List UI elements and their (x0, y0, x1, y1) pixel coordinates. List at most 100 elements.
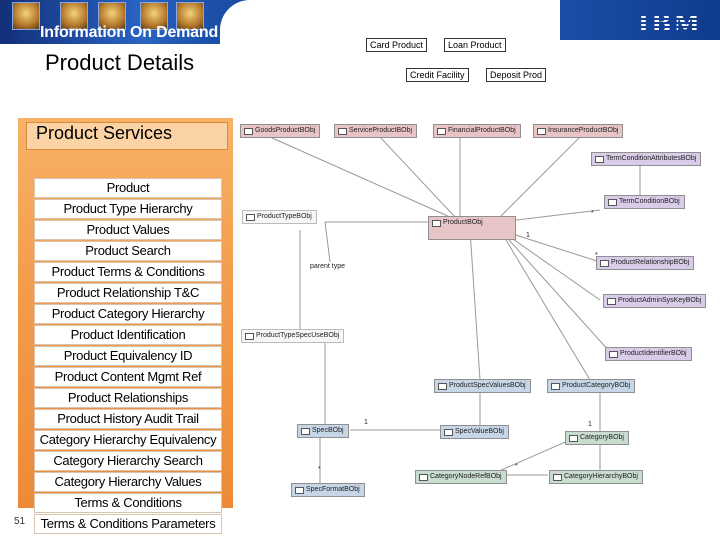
service-item: Product Content Mgmt Ref (34, 367, 222, 387)
uml-product-identifier-label: ProductIdentifierBObj (620, 350, 687, 357)
uml-category-label: CategoryBObj (580, 434, 624, 441)
service-item: Product Values (34, 220, 222, 240)
product-services-header (26, 122, 228, 150)
uml-product: ProductBObj (428, 216, 516, 240)
logo-area (560, 0, 720, 40)
mult-node-star: * (515, 463, 518, 470)
service-item: Product Category Hierarchy (34, 304, 222, 324)
service-item: Product Terms & Conditions (34, 262, 222, 282)
service-item: Product Relationships (34, 388, 222, 408)
class-icon (437, 128, 446, 135)
service-item: Product Equivalency ID (34, 346, 222, 366)
uml-product-label: ProductBObj (443, 219, 483, 226)
uml-spec: SpecBObj (297, 424, 349, 438)
credit-facility-box: Credit Facility (406, 68, 469, 82)
page-title: Product Details (45, 50, 195, 75)
connector-admin-key (499, 229, 601, 301)
uml-product-relationship: ProductRelationshipBObj (596, 256, 695, 270)
service-item: Category Hierarchy Search (34, 451, 222, 471)
connector-category-assoc (499, 229, 591, 381)
class-icon (600, 260, 609, 267)
class-icon (551, 383, 560, 390)
class-icon (419, 474, 428, 481)
uml-goods-product: GoodsProductBObj (240, 124, 321, 138)
connector-insurance-product (499, 136, 581, 218)
uml-spec-format-label: SpecFormatBObj (306, 486, 360, 493)
uml-service-product: ServiceProductBObj (334, 124, 418, 138)
loan-product-box: Loan Product (444, 38, 506, 52)
mult-spec-format-star: * (318, 466, 321, 473)
connector-node-category (489, 439, 571, 476)
uml-goods-product-label: GoodsProductBObj (255, 127, 316, 134)
uml-spec-values-label: ProductSpecValuesBObj (449, 382, 526, 389)
uml-category-node-ref-label: CategoryNodeRefBObj (430, 473, 502, 480)
class-icon (432, 220, 441, 227)
class-icon (338, 128, 347, 135)
connector-identifier (499, 229, 611, 353)
uml-product-relationship-label: ProductRelationshipBObj (611, 259, 690, 266)
connector-service-product (379, 136, 456, 218)
mult-product-1: 1 (526, 232, 530, 239)
uml-type-spec-use-label: ProductTypeSpecUseBObj (256, 332, 340, 339)
service-item: Category Hierarchy Values (34, 472, 222, 492)
class-icon (245, 333, 254, 340)
uml-product-identifier: ProductIdentifierBObj (605, 347, 692, 361)
service-item: Product Identification (34, 325, 222, 345)
service-item: Product Type Hierarchy (34, 199, 222, 219)
service-item: Category Hierarchy Equivalency (34, 430, 222, 450)
uml-category-hierarchy: CategoryHierarchyBObj (549, 470, 643, 484)
ibm-logo: IBM (637, 9, 702, 38)
uml-spec-value-label: SpecValueBObj (455, 428, 504, 435)
banner-photo-3 (98, 2, 126, 30)
class-icon (301, 428, 310, 435)
connector-goods-product (269, 136, 451, 218)
card-product-box: Card Product (366, 38, 428, 52)
service-item: Product Relationship T&C (34, 283, 222, 303)
banner-photo-4 (140, 2, 168, 30)
service-item: Product (34, 178, 222, 198)
connector-spec-values (469, 229, 481, 381)
class-icon (244, 128, 253, 135)
class-icon (569, 435, 578, 442)
mult-category-1: 1 (588, 421, 592, 428)
uml-insurance-product-label: InsuranceProductBObj (548, 127, 619, 134)
label-parent-type: parent type (310, 263, 346, 270)
class-icon (444, 429, 453, 436)
class-icon (553, 474, 562, 481)
banner-photo-1 (12, 2, 40, 30)
uml-product-category: ProductCategoryBObj (547, 379, 636, 393)
uml-term-condition-label: TermConditionBObj (619, 198, 680, 205)
product-services-title: Product Services (36, 123, 173, 143)
uml-category: CategoryBObj (565, 431, 629, 445)
deposit-product-box: Deposit Prod (486, 68, 547, 82)
connector-parent-type (324, 221, 331, 263)
class-icon (595, 156, 604, 163)
connector-relationship (499, 229, 601, 263)
class-icon (537, 128, 546, 135)
connector-product-term (499, 209, 601, 223)
uml-admin-sys-key: ProductAdminSysKeyBObj (603, 294, 707, 308)
mult-spec-1: 1 (364, 419, 368, 426)
uml-admin-sys-key-label: ProductAdminSysKeyBObj (618, 297, 702, 304)
uml-category-node-ref: CategoryNodeRefBObj (415, 470, 507, 484)
uml-spec-label: SpecBObj (312, 427, 344, 434)
uml-spec-format: SpecFormatBObj (291, 483, 365, 497)
uml-insurance-product: InsuranceProductBObj (533, 124, 624, 138)
page-number: 51 (14, 516, 26, 527)
service-item: Terms & Conditions Parameters (34, 514, 222, 534)
uml-product-category-label: ProductCategoryBObj (562, 382, 631, 389)
uml-type-spec-use: ProductTypeSpecUseBObj (241, 329, 345, 343)
uml-financial-product-label: FinancialProductBObj (448, 127, 516, 134)
service-item: Product History Audit Trail (34, 409, 222, 429)
mult-term-star: * (591, 210, 594, 217)
class-icon (608, 199, 617, 206)
uml-category-hierarchy-label: CategoryHierarchyBObj (564, 473, 638, 480)
banner-photo-5 (176, 2, 204, 30)
class-icon (246, 214, 255, 221)
class-icon (295, 487, 304, 494)
service-item: Product Search (34, 241, 222, 261)
uml-product-type-label: ProductTypeBObj (257, 213, 312, 220)
uml-product-type: ProductTypeBObj (242, 210, 317, 224)
